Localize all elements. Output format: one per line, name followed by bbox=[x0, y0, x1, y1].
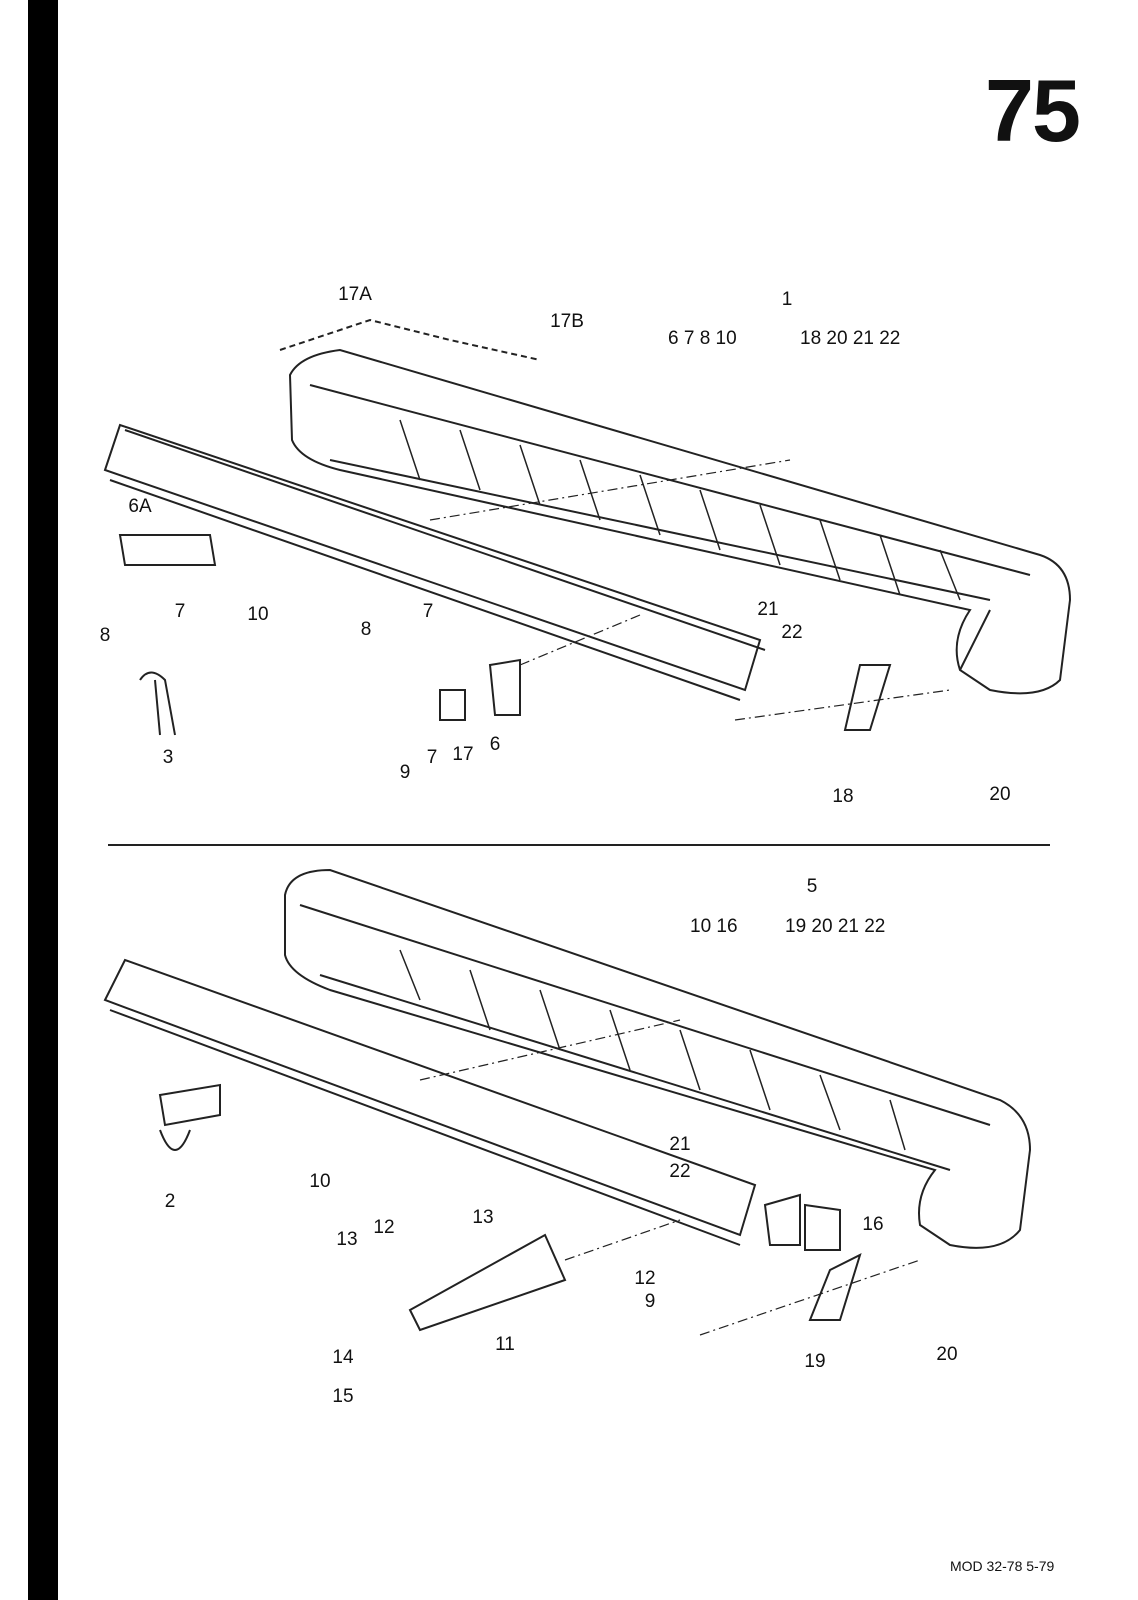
part-callout: 14 bbox=[332, 1347, 354, 1368]
part-callout: 22 bbox=[781, 622, 803, 643]
part-group-right: 18 20 21 22 bbox=[800, 328, 901, 349]
part-callout: 2 bbox=[164, 1191, 176, 1212]
part-callout: 16 bbox=[862, 1214, 884, 1235]
rear-bumper-bottom-drawing bbox=[103, 868, 1032, 1336]
part-callout-5: 5 bbox=[806, 876, 818, 897]
part-callout: 9 bbox=[644, 1291, 656, 1312]
part-callout: 21 bbox=[669, 1134, 691, 1155]
part-callout: 17 bbox=[452, 744, 474, 765]
part-group-left: 10 16 bbox=[690, 916, 738, 937]
part-callout: 6A bbox=[128, 496, 152, 517]
part-callout: 10 bbox=[309, 1171, 331, 1192]
part-callout: 11 bbox=[495, 1334, 515, 1355]
part-callout: 8 bbox=[99, 625, 111, 646]
rear-bumper-top-drawing bbox=[103, 318, 1072, 736]
part-callout: 6 bbox=[489, 734, 501, 755]
part-callout: 7 bbox=[422, 601, 434, 622]
part-callout: 8 bbox=[360, 619, 372, 640]
part-callout: 19 bbox=[804, 1351, 826, 1372]
footer-code: MOD 32-78 5-79 bbox=[950, 1558, 1055, 1574]
part-callout: 7 bbox=[426, 747, 438, 768]
page-number: 75 bbox=[985, 61, 1081, 160]
part-callout: 20 bbox=[936, 1344, 958, 1365]
part-callout: 20 bbox=[989, 784, 1011, 805]
part-callout: 15 bbox=[332, 1386, 354, 1407]
part-callout: 9 bbox=[399, 762, 411, 783]
part-callout: 12 bbox=[373, 1217, 395, 1238]
part-group-right: 19 20 21 22 bbox=[785, 916, 886, 937]
part-callout: 18 bbox=[832, 786, 854, 807]
part-callout: 22 bbox=[669, 1161, 691, 1182]
part-callout: 7 bbox=[174, 601, 186, 622]
part-callout: 13 bbox=[472, 1207, 494, 1228]
part-callout: 21 bbox=[757, 599, 779, 620]
part-callout: 17B bbox=[550, 311, 584, 332]
part-callout: 17A bbox=[338, 284, 372, 305]
part-callout: 13 bbox=[336, 1229, 358, 1250]
part-callout: 3 bbox=[162, 747, 174, 768]
part-callout: 12 bbox=[634, 1268, 656, 1289]
scan-binding-edge bbox=[28, 0, 58, 1600]
part-callout: 10 bbox=[247, 604, 269, 625]
part-group-left: 6 7 8 10 bbox=[668, 328, 737, 349]
part-callout-1: 1 bbox=[781, 289, 793, 310]
